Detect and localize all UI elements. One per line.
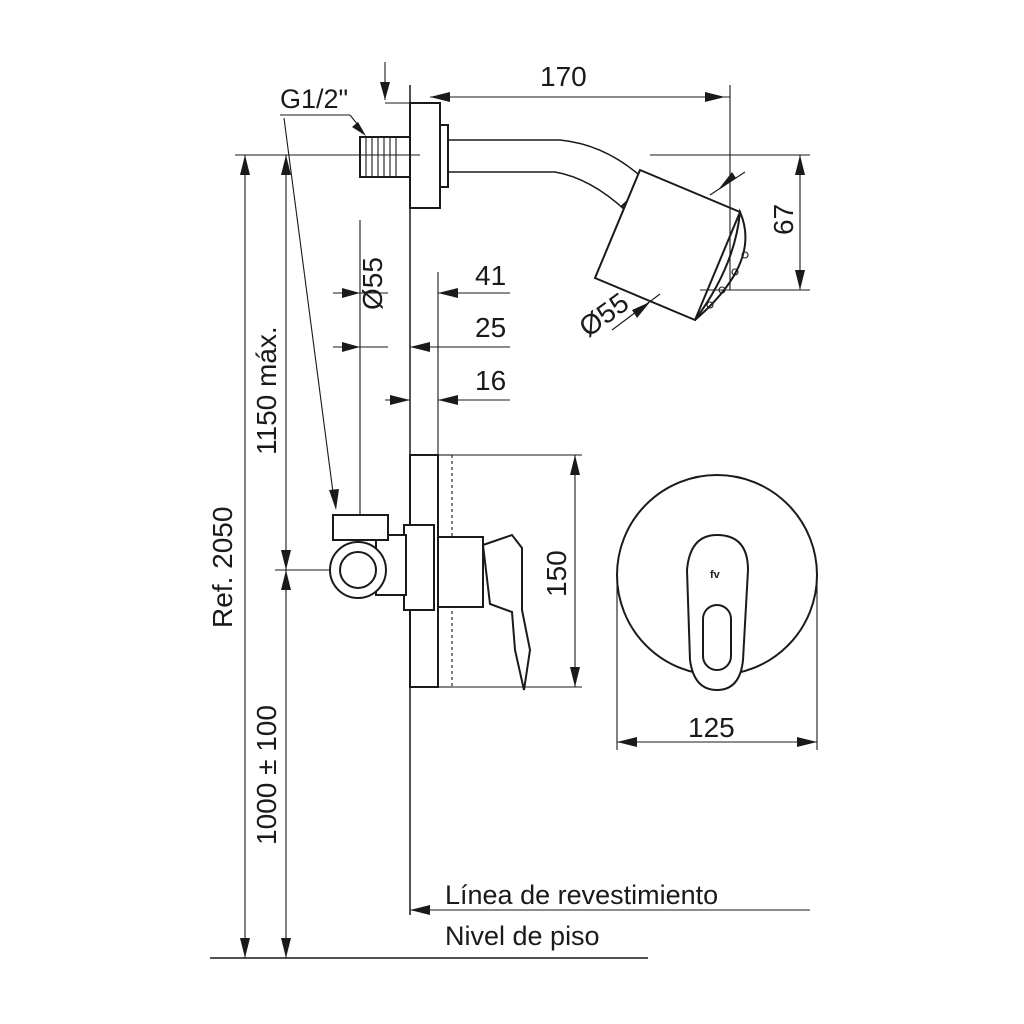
handle-slot	[702, 604, 732, 671]
valve-height-dim: 150	[452, 454, 582, 688]
floor-level-label: Nivel de piso	[445, 921, 600, 951]
depth-41-label: 41	[475, 260, 506, 291]
ref-height-label: Ref. 2050	[207, 507, 238, 628]
head-diameter-label: Ø55	[573, 287, 634, 343]
arm-length-dim: 170	[380, 61, 731, 290]
arm-length-label: 170	[540, 61, 587, 92]
depth-dimensions: 41 25 16	[385, 260, 510, 455]
valve-floor-height-label: 1000 ± 100	[251, 705, 282, 845]
thread-label: G1/2"	[280, 84, 348, 114]
plate-diameter-dim: 125	[616, 575, 818, 750]
valve-side-view	[329, 454, 532, 691]
connection-diameter-dim: Ø55	[333, 220, 388, 515]
valve-front-view: fv	[616, 474, 818, 692]
fv-logo: fv	[710, 569, 721, 581]
vertical-dimensions: Ref. 2050 1150 máx. 1000 ± 100	[207, 154, 420, 958]
plate-diameter-label: 125	[688, 712, 735, 743]
head-height-dim: 67	[650, 154, 810, 291]
finish-line-label: Línea de revestimiento	[445, 880, 718, 910]
thread-marks	[365, 137, 397, 177]
valve-height-label: 150	[541, 550, 572, 597]
shower-arm-assembly	[359, 102, 749, 322]
depth-16-label: 16	[475, 365, 506, 396]
reference-lines: Línea de revestimiento Nivel de piso	[210, 880, 810, 959]
shower-head	[593, 168, 749, 322]
thread-callout: G1/2"	[280, 84, 366, 510]
head-height-label: 67	[768, 204, 799, 235]
connection-diameter-label: Ø55	[357, 257, 388, 310]
max-height-label: 1150 máx.	[251, 326, 282, 455]
depth-25-label: 25	[475, 312, 506, 343]
